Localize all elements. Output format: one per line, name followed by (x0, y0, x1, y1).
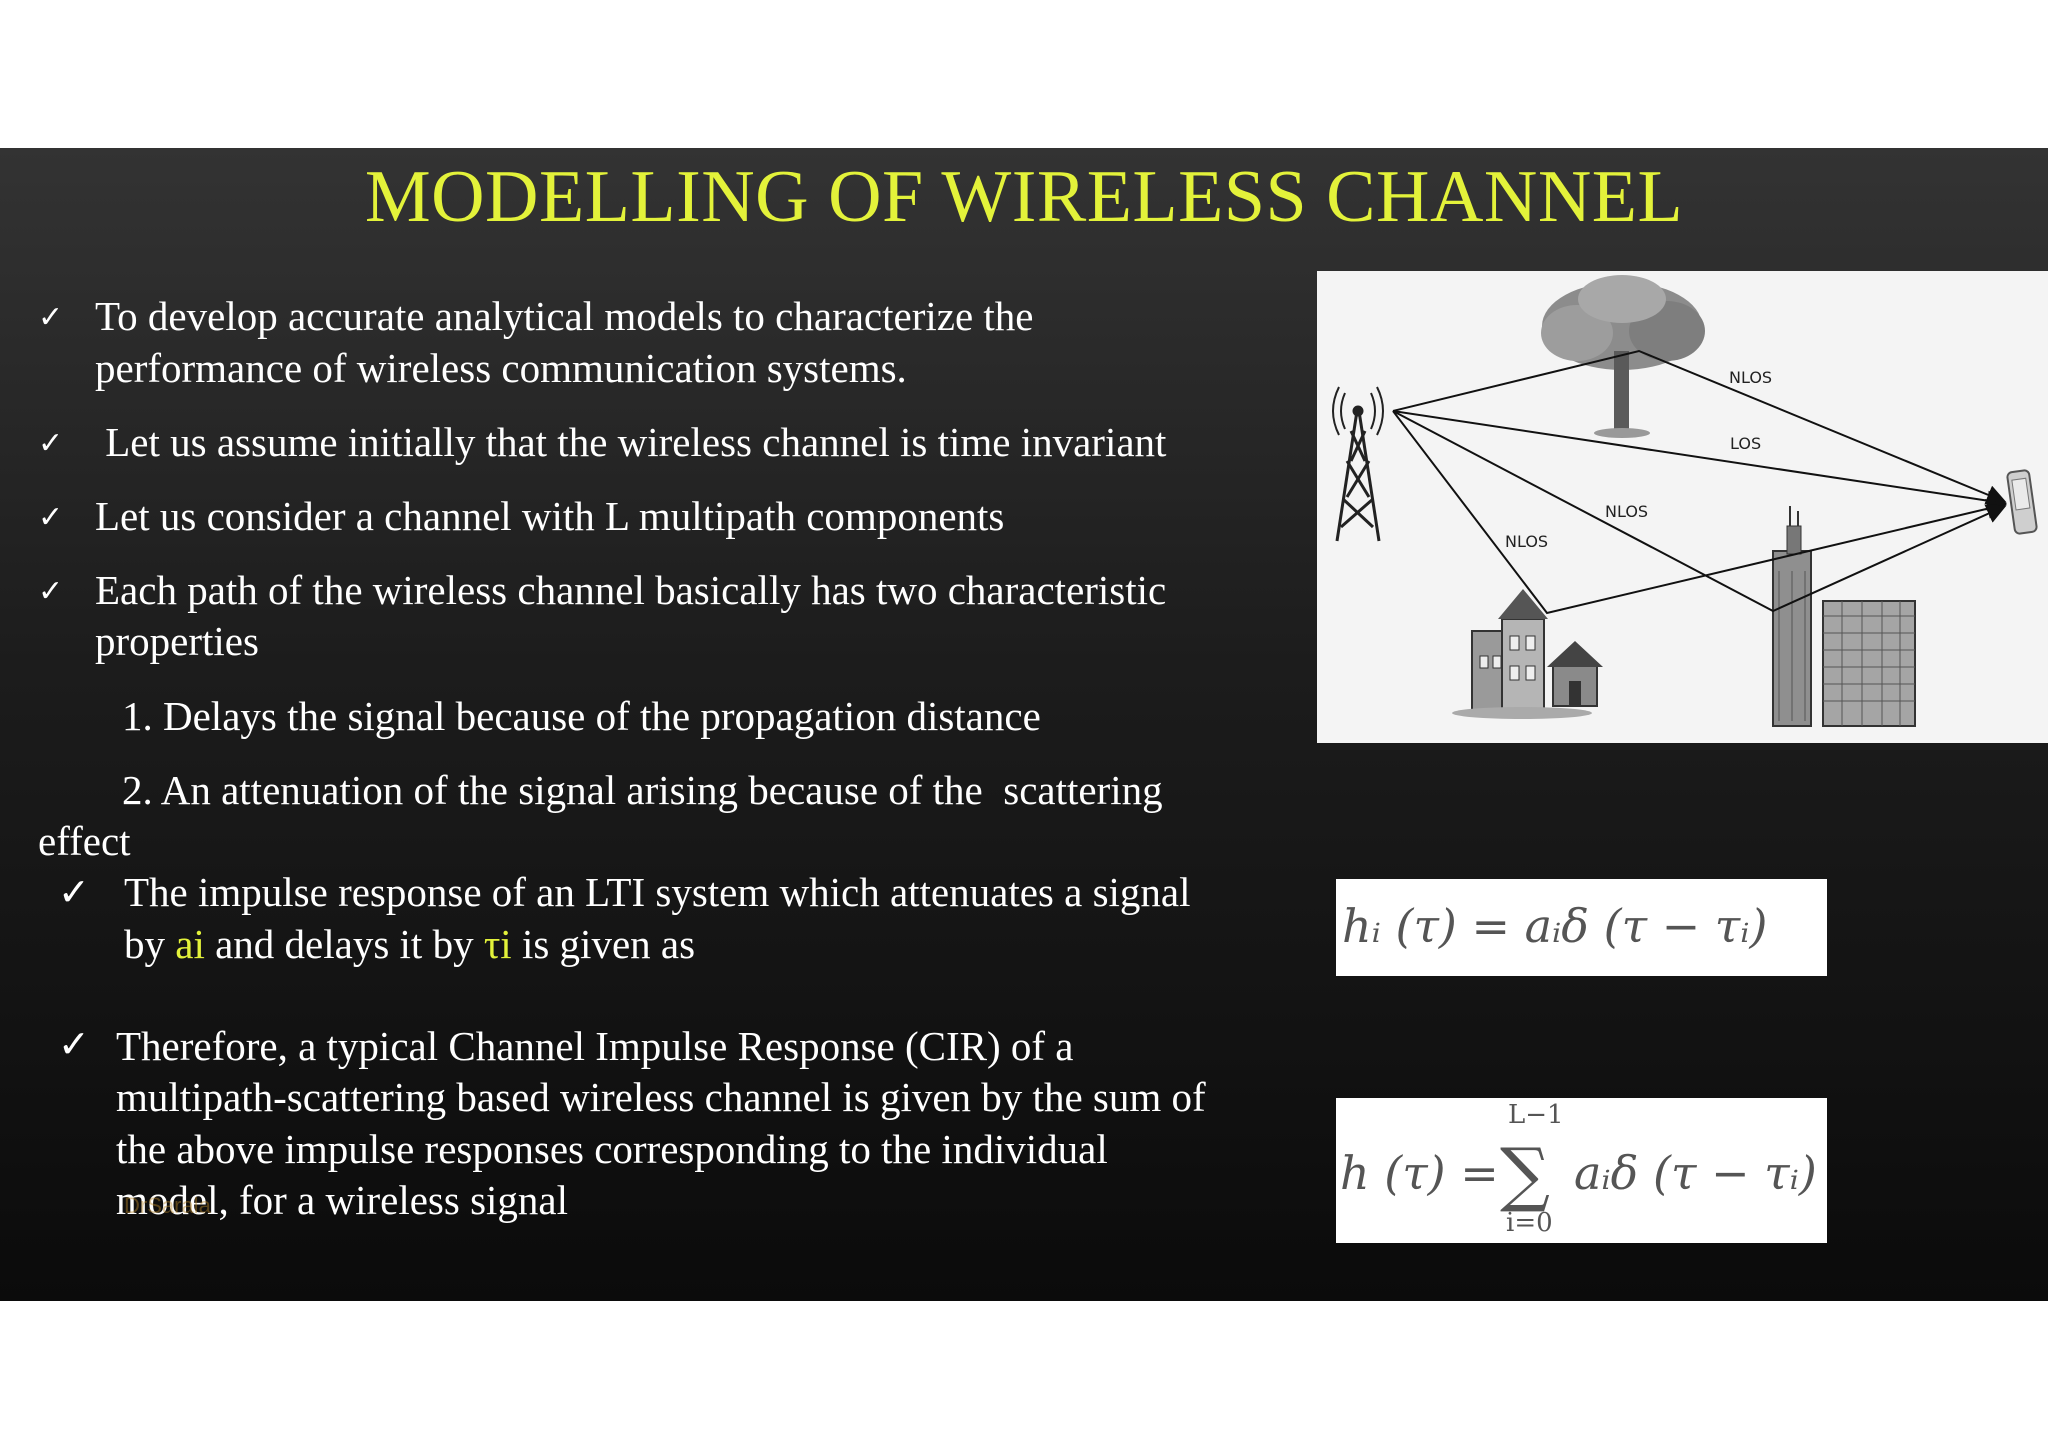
numbered-item-attenuation-line1: 2. An attenuation of the signal arising … (122, 767, 1163, 813)
slide: MODELLING OF WIRELESS CHANNEL ✓ To devel… (0, 148, 2048, 1301)
skyscraper-icon (1772, 506, 1812, 727)
cir-line4: model, for a wireless signal (116, 1177, 569, 1223)
bullet-develop-models-line1: To develop accurate analytical models to… (95, 293, 1034, 339)
attenuation-term: ai (175, 921, 205, 967)
equation-cir-sigma: ∑ (1500, 1133, 1550, 1215)
bullet-develop-models-line2: performance of wireless communication sy… (95, 345, 907, 391)
checkmark-icon: ✓ (38, 300, 64, 335)
bullet-time-invariant: Let us assume initially that the wireles… (95, 419, 1167, 465)
office-building-icon (1822, 600, 1916, 727)
nlos-left-label: NLOS (1505, 532, 1548, 551)
nlos-mid-label: NLOS (1605, 502, 1648, 521)
delay-term: τi (483, 921, 512, 967)
equation-impulse-text: hᵢ (τ) = aᵢδ (τ − τᵢ) (1342, 899, 1768, 953)
bullet-two-properties-line2: properties (95, 618, 259, 664)
mobile-phone-icon (2006, 469, 2038, 535)
nlos-top-label: NLOS (1729, 368, 1772, 387)
checkmark-icon: ✓ (38, 426, 64, 461)
multipath-diagram-svg: NLOS LOS NLOS NLOS (1332, 275, 2038, 727)
impulse-response-line1: The impulse response of an LTI system wh… (124, 869, 1191, 915)
cir-line3: the above impulse responses correspondin… (116, 1126, 1108, 1172)
equation-cir-lower-limit: i=0 (1506, 1208, 1553, 1238)
impulse-text-post: is given as (511, 921, 696, 967)
equation-cir-rhs: aᵢδ (τ − τᵢ) (1574, 1146, 1817, 1200)
los-label: LOS (1730, 434, 1761, 453)
numbered-item-attenuation-line2: effect (38, 818, 131, 864)
checkmark-icon: ✓ (58, 1022, 90, 1066)
checkmark-icon: ✓ (58, 870, 90, 914)
impulse-text-mid: and delays it by (204, 921, 484, 967)
equation-impulse-response: hᵢ (τ) = aᵢδ (τ − τᵢ) (1336, 879, 1827, 976)
impulse-response-line2: by ai and delays it by τi is given as (124, 918, 1314, 970)
checkmark-icon: ✓ (38, 574, 64, 609)
bullet-two-properties-line1: Each path of the wireless channel basica… (95, 567, 1167, 613)
slide-title: MODELLING OF WIRELESS CHANNEL (364, 156, 1684, 238)
multipath-diagram: NLOS LOS NLOS NLOS (1317, 271, 2048, 743)
equation-cir-lhs: h (τ) = (1340, 1146, 1499, 1200)
houses-icon (1452, 589, 1603, 719)
propagation-paths (1392, 349, 2007, 615)
watermark: DrSarala (124, 1193, 211, 1218)
checkmark-icon: ✓ (38, 500, 64, 535)
tree-icon (1541, 275, 1705, 438)
antenna-tower-icon (1332, 386, 1384, 542)
cir-line1: Therefore, a typical Channel Impulse Res… (116, 1023, 1074, 1069)
bullet-multipath-components: Let us consider a channel with L multipa… (95, 493, 1005, 539)
equation-cir-upper-limit: L−1 (1508, 1100, 1564, 1130)
cir-line2: multipath-scattering based wireless chan… (116, 1074, 1206, 1120)
numbered-item-delay: 1. Delays the signal because of the prop… (122, 693, 1041, 739)
impulse-text-pre: by (124, 921, 176, 967)
equation-cir: h (τ) = L−1 ∑ i=0 aᵢδ (τ − τᵢ) (1336, 1098, 1827, 1243)
